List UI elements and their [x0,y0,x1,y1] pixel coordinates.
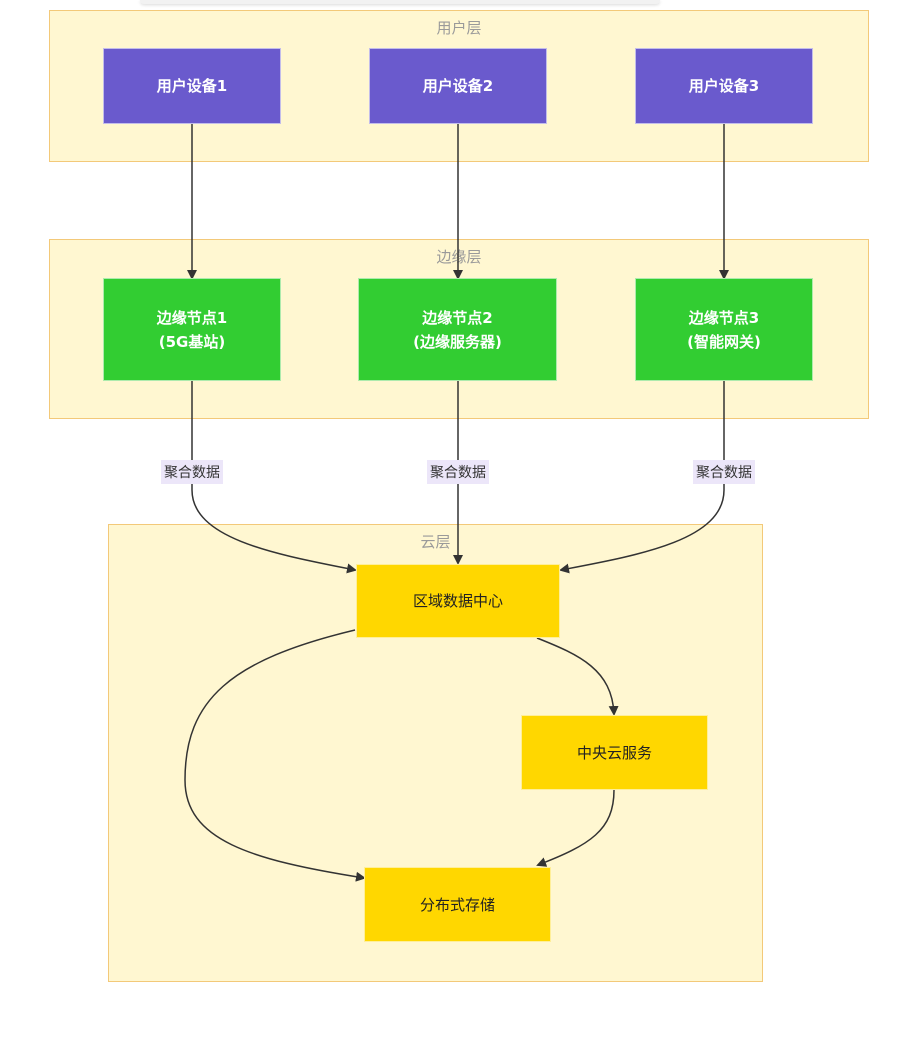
link-edge3-regional [559,381,725,574]
node-distributed-storage[interactable]: 分布式存储 [364,867,551,942]
link-central-storage [536,789,615,867]
node-edge-2[interactable]: 边缘节点2 (边缘服务器) [358,278,557,381]
node-edge-1[interactable]: 边缘节点1 (5G基站) [103,278,281,381]
edge-label-edge1-regional: 聚合数据 [161,460,223,484]
link-regional-storage [184,629,366,882]
node-user-device-1[interactable]: 用户设备1 [103,48,281,124]
edge-label-edge3-regional: 聚合数据 [693,460,755,484]
cluster-user-layer-label: 用户层 [436,19,482,37]
link-regional-central [536,637,619,716]
edge-label-edge2-regional: 聚合数据 [427,460,489,484]
node-central-cloud-service[interactable]: 中央云服务 [521,715,708,790]
cluster-cloud-layer-label: 云层 [420,533,451,551]
cluster-edge-layer-label: 边缘层 [436,248,482,266]
window-top-bar [140,0,660,4]
node-edge-3[interactable]: 边缘节点3 (智能网关) [635,278,813,381]
node-regional-data-center[interactable]: 区域数据中心 [356,564,560,638]
node-user-device-2[interactable]: 用户设备2 [369,48,547,124]
link-edge1-regional [191,381,357,574]
node-user-device-3[interactable]: 用户设备3 [635,48,813,124]
